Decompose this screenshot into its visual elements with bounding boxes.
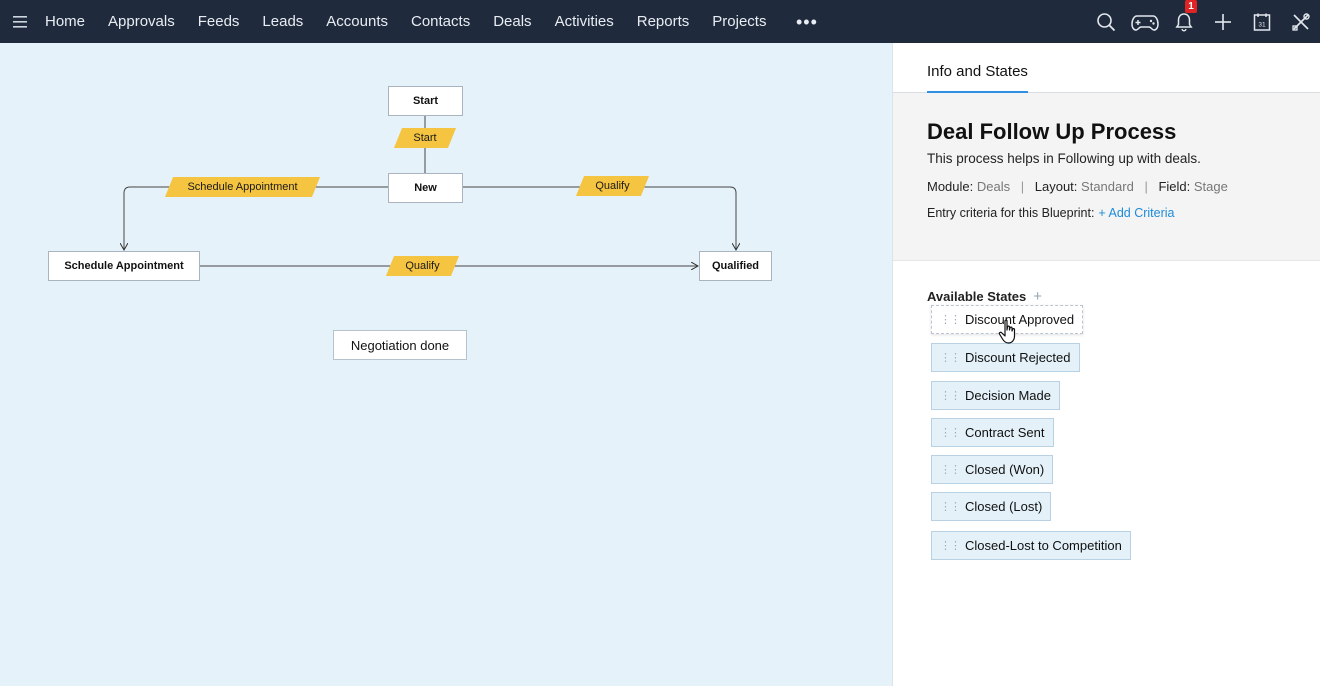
- tools-icon[interactable]: [1281, 0, 1320, 43]
- transition-start-label: Start: [413, 132, 437, 144]
- drag-handle-icon[interactable]: ⋮⋮: [940, 464, 961, 476]
- info-states-panel: Info and States Deal Follow Up Process T…: [892, 43, 1320, 686]
- state-node-start[interactable]: Start: [388, 86, 463, 116]
- nav-deals[interactable]: Deals: [493, 13, 532, 30]
- hamburger-icon[interactable]: [0, 0, 40, 43]
- hand-cursor-icon: [998, 319, 1016, 344]
- meta-separator: |: [1020, 179, 1025, 194]
- main-menu: Home Approvals Feeds Leads Accounts Cont…: [40, 0, 836, 43]
- process-description: This process helps in Following up with …: [927, 151, 1201, 166]
- drag-handle-icon[interactable]: ⋮⋮: [940, 501, 961, 513]
- state-chip-label: Discount Approved: [965, 312, 1075, 327]
- nav-feeds[interactable]: Feeds: [197, 13, 240, 30]
- field-value: Stage: [1193, 179, 1228, 194]
- entry-criteria: Entry criteria for this Blueprint:+ Add …: [927, 206, 1320, 220]
- transition-qualify-middle-label: Qualify: [405, 260, 440, 272]
- transition-qualify-top[interactable]: Qualify: [580, 176, 645, 196]
- drag-handle-icon[interactable]: ⋮⋮: [940, 427, 961, 439]
- process-title: Deal Follow Up Process: [927, 119, 1177, 144]
- plus-icon[interactable]: [1203, 0, 1242, 43]
- connector-new-qualified: [462, 186, 736, 250]
- state-chip-discount-approved[interactable]: ⋮⋮ Discount Approved: [931, 305, 1084, 334]
- state-chip-label: Discount Rejected: [965, 350, 1071, 365]
- gamepad-icon[interactable]: [1125, 0, 1164, 43]
- connector-new-schedule: [124, 186, 389, 250]
- state-chip-label: Contract Sent: [965, 425, 1045, 440]
- nav-accounts[interactable]: Accounts: [326, 13, 388, 30]
- calendar-day-label: 31: [1258, 21, 1266, 28]
- search-icon[interactable]: [1086, 0, 1125, 43]
- nav-reports[interactable]: Reports: [636, 13, 690, 30]
- transition-qualify-top-label: Qualify: [595, 180, 630, 192]
- transition-start[interactable]: Start: [398, 128, 452, 148]
- state-node-schedule-appointment[interactable]: Schedule Appointment: [48, 251, 200, 281]
- process-meta: Module: Deals | Layout: Standard | Field…: [927, 179, 1320, 194]
- state-node-new[interactable]: New: [388, 173, 463, 203]
- state-chip-closed-lost[interactable]: ⋮⋮ Closed (Lost): [931, 492, 1052, 521]
- add-state-icon[interactable]: +: [1033, 288, 1042, 305]
- field-label: Field:: [1158, 179, 1191, 194]
- transition-schedule-label: Schedule Appointment: [187, 181, 298, 193]
- nav-leads[interactable]: Leads: [262, 13, 304, 30]
- state-chip-closed-won[interactable]: ⋮⋮ Closed (Won): [931, 455, 1054, 484]
- state-chip-label: Closed-Lost to Competition: [965, 538, 1122, 553]
- nav-activities[interactable]: Activities: [554, 13, 614, 30]
- drag-handle-icon[interactable]: ⋮⋮: [940, 540, 961, 552]
- nav-approvals[interactable]: Approvals: [108, 13, 175, 30]
- tab-info-and-states[interactable]: Info and States: [927, 63, 1028, 93]
- bell-icon[interactable]: 1: [1164, 0, 1203, 43]
- available-states-label: Available States: [927, 289, 1027, 304]
- state-chip-contract-sent[interactable]: ⋮⋮ Contract Sent: [931, 418, 1054, 447]
- state-chip-label: Decision Made: [965, 388, 1051, 403]
- drag-handle-icon[interactable]: ⋮⋮: [940, 314, 961, 326]
- add-criteria-link[interactable]: + Add Criteria: [1098, 206, 1175, 220]
- state-node-new-label: New: [414, 182, 437, 194]
- top-navigation-bar: Home Approvals Feeds Leads Accounts Cont…: [0, 0, 1320, 43]
- more-menu-button[interactable]: •••: [795, 11, 818, 32]
- state-node-start-label: Start: [412, 95, 439, 107]
- criteria-label: Entry criteria for this Blueprint:: [927, 206, 1095, 220]
- notification-badge: 1: [1185, 0, 1197, 13]
- nav-projects[interactable]: Projects: [712, 13, 767, 30]
- process-info-section: Deal Follow Up Process This process help…: [893, 93, 1320, 261]
- nav-home[interactable]: Home: [45, 13, 86, 30]
- state-chip-label: Closed (Won): [965, 462, 1045, 477]
- state-node-negotiation-done[interactable]: Negotiation done: [333, 330, 467, 360]
- panel-tab-bar: Info and States: [893, 43, 1320, 93]
- meta-separator: |: [1144, 179, 1148, 194]
- state-node-negotiation-label: Negotiation done: [350, 337, 450, 353]
- state-node-qualified-label: Qualified: [711, 260, 760, 272]
- state-node-schedule-label: Schedule Appointment: [64, 260, 184, 272]
- top-icon-group: 1 31: [1086, 0, 1320, 43]
- state-chip-closed-lost-to-competition[interactable]: ⋮⋮ Closed-Lost to Competition: [931, 531, 1131, 560]
- state-chip-label: Closed (Lost): [965, 499, 1043, 514]
- state-chip-discount-rejected[interactable]: ⋮⋮ Discount Rejected: [931, 343, 1080, 372]
- nav-contacts[interactable]: Contacts: [411, 13, 471, 30]
- layout-label: Layout:: [1034, 179, 1078, 194]
- state-node-qualified[interactable]: Qualified: [699, 251, 772, 281]
- available-states-heading: Available States +: [927, 288, 1320, 305]
- state-chip-decision-made[interactable]: ⋮⋮ Decision Made: [931, 381, 1060, 410]
- module-label: Module:: [927, 179, 974, 194]
- drag-handle-icon[interactable]: ⋮⋮: [940, 390, 961, 402]
- transition-qualify-middle[interactable]: Qualify: [390, 256, 455, 276]
- module-value: Deals: [976, 179, 1011, 194]
- transition-schedule-appointment[interactable]: Schedule Appointment: [169, 177, 316, 197]
- layout-value: Standard: [1081, 179, 1134, 194]
- calendar-icon[interactable]: 31: [1242, 0, 1281, 43]
- drag-handle-icon[interactable]: ⋮⋮: [940, 352, 961, 364]
- blueprint-canvas[interactable]: Start New Schedule Appointment Qualified…: [0, 43, 892, 686]
